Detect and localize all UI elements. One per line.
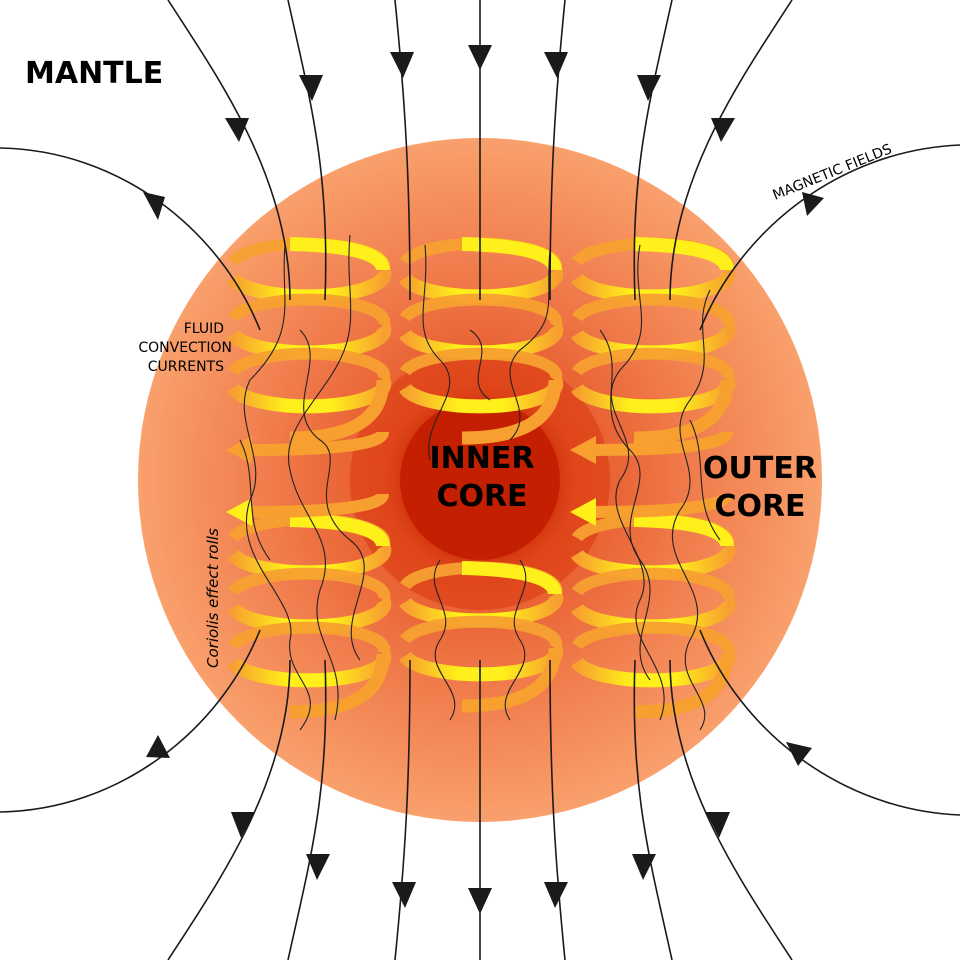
helix-arrow-band	[247, 492, 389, 518]
helix-ring-back	[227, 293, 391, 330]
outer-core-label-line1: OUTER	[703, 451, 817, 486]
inner-field-lines	[239, 234, 721, 731]
helix-ribbon-tail	[289, 379, 390, 445]
helix-ring-back	[399, 293, 563, 330]
helix-arrow-head	[570, 498, 596, 526]
coriolis-label: Coriolis effect rolls	[204, 528, 222, 668]
helix-ring-back	[571, 567, 735, 604]
helix-arrow-band	[247, 430, 389, 456]
helix-ring-back	[399, 347, 563, 384]
fluid-label-line2: CONVECTION	[138, 340, 232, 356]
magnetic-fields-label: MAGNETIC FIELDS	[771, 141, 895, 203]
helix-column	[226, 237, 392, 464]
helix-arrow-head	[570, 436, 596, 464]
outer-core-label-line2: CORE	[714, 489, 805, 524]
mantle-label: MANTLE	[25, 56, 163, 91]
helix-ring-back	[227, 347, 391, 384]
helix-ring-back	[227, 567, 391, 604]
helix-ribbon-tail	[633, 379, 734, 445]
helix-ribbon-lead	[633, 237, 734, 272]
helix-arrow-band	[591, 430, 733, 456]
helix-ring-back	[227, 621, 391, 658]
fluid-label-line3: CURRENTS	[148, 359, 224, 375]
helix-column	[570, 492, 736, 719]
helix-ring-back	[571, 621, 735, 658]
fluid-label-line1: FLUID	[184, 321, 224, 337]
helix-ring-back	[399, 615, 563, 652]
helix-ring-back	[571, 293, 735, 330]
helix-ribbon-lead	[461, 561, 562, 596]
helix-ribbon-tail	[633, 653, 734, 719]
inner-core-center	[400, 400, 560, 560]
helix-ribbon-tail	[461, 379, 562, 445]
helix-ribbon-lead	[633, 513, 734, 548]
helix-arrow-band	[591, 492, 733, 518]
helix-column	[399, 561, 564, 713]
helix-ribbon-tail	[461, 647, 562, 713]
helix-column	[570, 237, 736, 464]
helix-ring-back	[571, 347, 735, 384]
inner-core-label-line1: INNER	[430, 441, 535, 476]
helix-arrow-head	[226, 436, 252, 464]
helix-ribbon-lead	[289, 237, 390, 272]
inner-core-label-line2: CORE	[436, 479, 527, 514]
helix-ribbon-lead	[289, 513, 390, 548]
helix-arrow-head	[226, 498, 252, 526]
